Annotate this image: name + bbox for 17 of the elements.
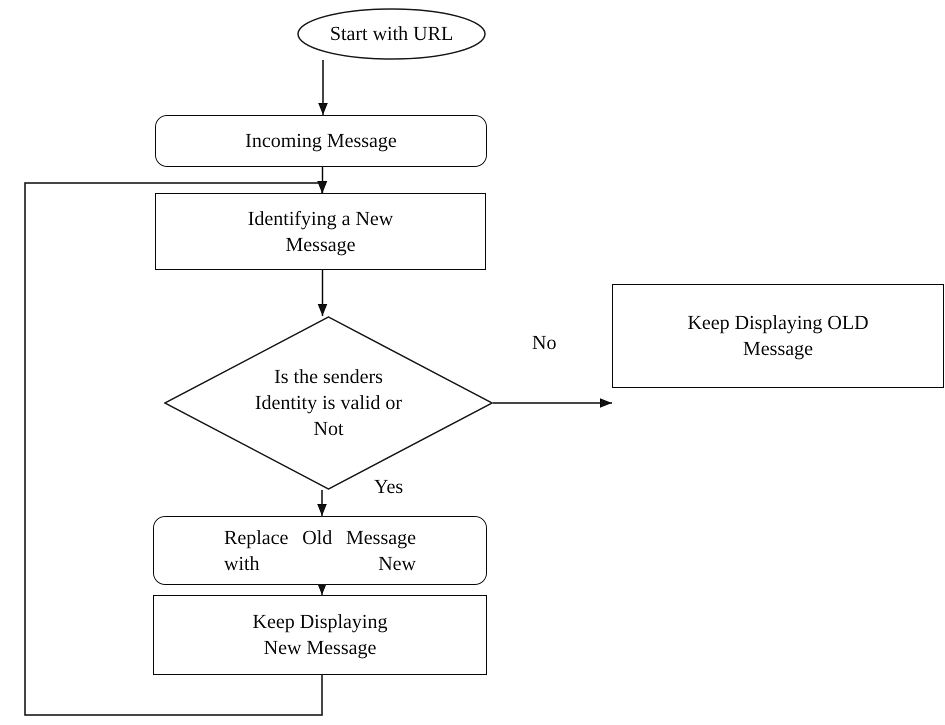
arrow [317,583,327,595]
process-box [153,516,487,585]
process-box [612,284,944,388]
arrow [318,60,328,115]
process-box [153,595,487,675]
arrow [318,270,328,316]
arrow [317,490,327,516]
node-text: Keep Displaying New Message [252,610,388,661]
node-text: Start with URL [328,22,454,47]
node-text: Replace Old Message with New [223,526,417,576]
node-text: Is the senders Identity is valid or Not [254,365,404,442]
node-text: Incoming Message [244,129,398,154]
node-text: Identifying a New Message [246,206,394,258]
arrow [493,398,612,408]
process-box [155,115,487,167]
process-box [155,193,486,270]
node-text: Keep Displaying OLD Message [686,311,870,362]
